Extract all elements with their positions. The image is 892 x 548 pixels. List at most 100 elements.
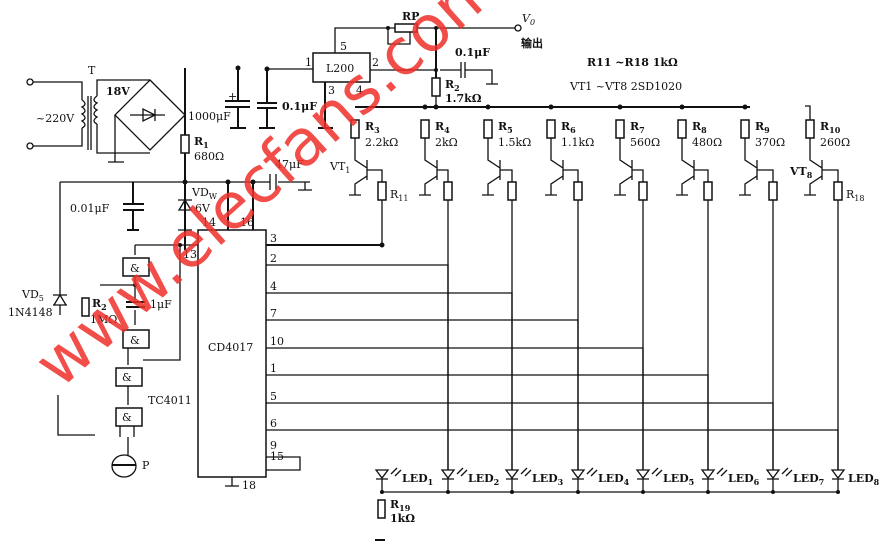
pin-label: 9	[270, 439, 277, 452]
svg-text:&: &	[122, 371, 132, 384]
led-icon	[765, 469, 781, 492]
resistor-name: R3	[365, 120, 380, 135]
r1-resistor	[180, 134, 190, 154]
emitter-resistor	[443, 181, 453, 201]
led-icon	[440, 469, 456, 492]
base-resistor	[740, 119, 750, 139]
svg-text:6V: 6V	[195, 202, 211, 215]
svg-text:1MΩ: 1MΩ	[90, 313, 117, 326]
resistor-note: R11 ~R18 1kΩ	[587, 56, 678, 69]
svg-text:+: +	[228, 90, 237, 103]
resistor-value: 560Ω	[630, 136, 660, 149]
base-resistor	[677, 119, 687, 139]
output-line	[266, 402, 774, 470]
resistor-value: 480Ω	[692, 136, 722, 149]
c3-label: 0.01μF	[70, 202, 110, 215]
pin-label: 3	[270, 232, 277, 245]
led-3: LED3	[504, 467, 564, 494]
transistor-icon	[482, 138, 513, 196]
junction-dot	[422, 104, 428, 110]
transistor-icon	[804, 138, 839, 196]
svg-text:VT1: VT1	[329, 160, 350, 175]
base-resistor	[805, 119, 815, 139]
transistor-icon	[545, 138, 579, 196]
output-line	[266, 429, 839, 470]
svg-text:13: 13	[183, 248, 197, 261]
output-label: 输出	[521, 36, 543, 50]
led-label: LED4	[598, 472, 630, 487]
led-icon	[570, 469, 586, 492]
led-icon	[635, 469, 651, 492]
svg-text:RP: RP	[402, 10, 419, 23]
secondary-voltage-label: 18V	[106, 85, 130, 98]
led-6: LED6	[700, 467, 760, 494]
svg-text:&: &	[122, 411, 132, 424]
junction-dot	[742, 104, 748, 110]
svg-text:1N4148: 1N4148	[8, 306, 53, 319]
svg-text:VT8: VT8	[789, 165, 813, 180]
junction-dot	[617, 104, 623, 110]
output-line	[266, 319, 579, 470]
l200-regulator: L200 1 2 5 3 4 RP V0 输出 0.1μF R2 1.7kΩ	[305, 10, 543, 129]
filter-cap-label: 1000μF	[188, 110, 231, 123]
svg-text:1.7kΩ: 1.7kΩ	[445, 92, 482, 105]
led-icon	[374, 469, 390, 492]
svg-text:P: P	[142, 459, 150, 472]
svg-text:18: 18	[242, 479, 256, 492]
svg-text:R2: R2	[92, 297, 107, 312]
junction-dot	[433, 104, 439, 110]
resistor-name: R6	[561, 120, 576, 135]
led-7: LED7	[765, 467, 824, 494]
transistor-icon	[419, 138, 449, 196]
pin-label: 2	[270, 252, 277, 265]
base-resistor	[420, 119, 430, 139]
resistor-name: R4	[435, 120, 450, 135]
transistor-icon	[676, 138, 709, 196]
junction-dot	[679, 104, 685, 110]
pin-label: 1	[270, 362, 277, 375]
svg-text:14: 14	[202, 216, 216, 229]
svg-text:4: 4	[356, 84, 363, 97]
resistor-value: 260Ω	[820, 136, 850, 149]
base-resistor	[615, 119, 625, 139]
base-resistor	[546, 119, 556, 139]
resistor-name: R8	[692, 120, 707, 135]
led-label: LED1	[402, 472, 433, 487]
led-label: LED8	[848, 472, 880, 487]
r2-resistor	[431, 77, 441, 97]
svg-text:R11: R11	[390, 188, 408, 203]
svg-text:1: 1	[305, 56, 312, 69]
svg-text:R1: R1	[194, 135, 209, 150]
emitter-resistor	[768, 181, 778, 201]
pin-label: 7	[270, 307, 277, 320]
svg-text:R18: R18	[846, 188, 864, 203]
transistor-stages: R32.2kΩR42kΩR51.5kΩR61.1kΩR7560ΩR8480ΩR9…	[349, 105, 850, 470]
svg-text:5: 5	[340, 40, 347, 53]
led-label: LED7	[793, 472, 824, 487]
stage-3: R51.5kΩ	[482, 119, 531, 470]
resistor-name: R7	[630, 120, 645, 135]
resistor-value: 370Ω	[755, 136, 785, 149]
cd4017-chip	[197, 229, 267, 478]
gate-ic-label: TC4011	[148, 394, 192, 407]
led-8: LED8	[830, 469, 880, 494]
resistor-value: 2.2kΩ	[365, 136, 398, 149]
r1-value: 680Ω	[194, 150, 224, 163]
svg-text:R19: R19	[390, 498, 411, 513]
resistor-name: R10	[820, 120, 841, 135]
ac-input: ~220V T 18V	[26, 64, 150, 154]
output-line	[266, 292, 513, 470]
svg-text:&: &	[130, 262, 140, 275]
emitter-resistor	[573, 181, 583, 201]
pin-label: 10	[270, 335, 284, 348]
c4-label: 47μF	[275, 158, 304, 171]
led-label: LED2	[468, 472, 499, 487]
regulator-label: L200	[326, 62, 354, 75]
led-icon	[830, 469, 846, 492]
pin-label: 6	[270, 417, 277, 430]
